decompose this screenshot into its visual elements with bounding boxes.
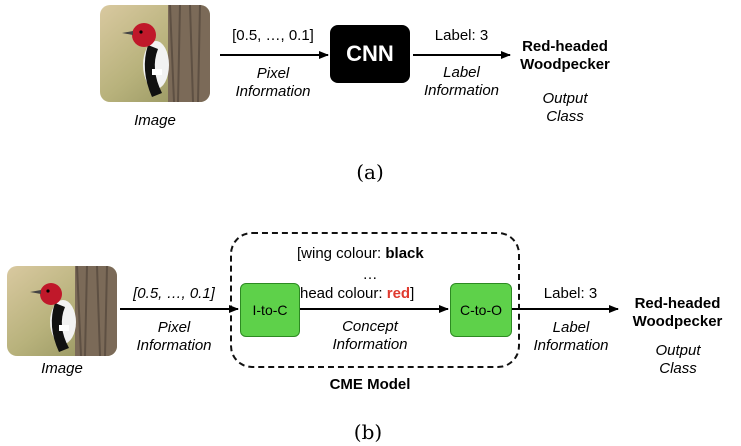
output-class-a: Output Class [542,90,588,125]
label-information-b: Label Information [533,319,609,354]
cme-model-boundary [230,232,520,368]
caption-a: (a) [356,160,384,184]
image-caption-b: Image [41,360,83,377]
output-prediction-b: Red-headed Woodpecker [632,295,723,330]
output-class-b: Output Class [655,342,701,377]
woodpecker-image-a [100,5,210,102]
concept-open-text: [wing colour: [297,245,386,262]
pixel-information-label-a: Pixel Information [235,65,311,100]
label-information-a: Label Information [423,64,500,99]
input-values-b: [0.5, …, 0.1] [133,285,215,302]
label-value-a: Label: 3 [434,27,489,44]
wing-colour-value: black [385,245,424,262]
cme-model-label: CME Model [329,376,411,393]
concept-wing-line: [wing colour: black [297,245,424,263]
output-prediction-a: Red-headed Woodpecker [520,38,610,73]
concept-head-line: head colour: red] [300,285,414,303]
head-colour-prefix: head colour: [300,285,387,302]
input-values-a: [0.5, …, 0.1] [232,27,314,44]
i-to-c-box: I-to-C [240,283,300,337]
concept-information-label: Concept Information [332,318,408,353]
image-caption-a: Image [134,112,176,129]
cnn-model-box: CNN [330,25,410,83]
pixel-information-label-b: Pixel Information [136,319,212,354]
woodpecker-image-b [7,266,117,356]
head-colour-value: red [386,285,411,302]
concept-close-text: ] [410,285,415,302]
concept-ellipsis: … [362,266,378,283]
caption-b: (b) [353,420,383,444]
label-value-b: Label: 3 [543,285,598,302]
c-to-o-box: C-to-O [450,283,512,337]
